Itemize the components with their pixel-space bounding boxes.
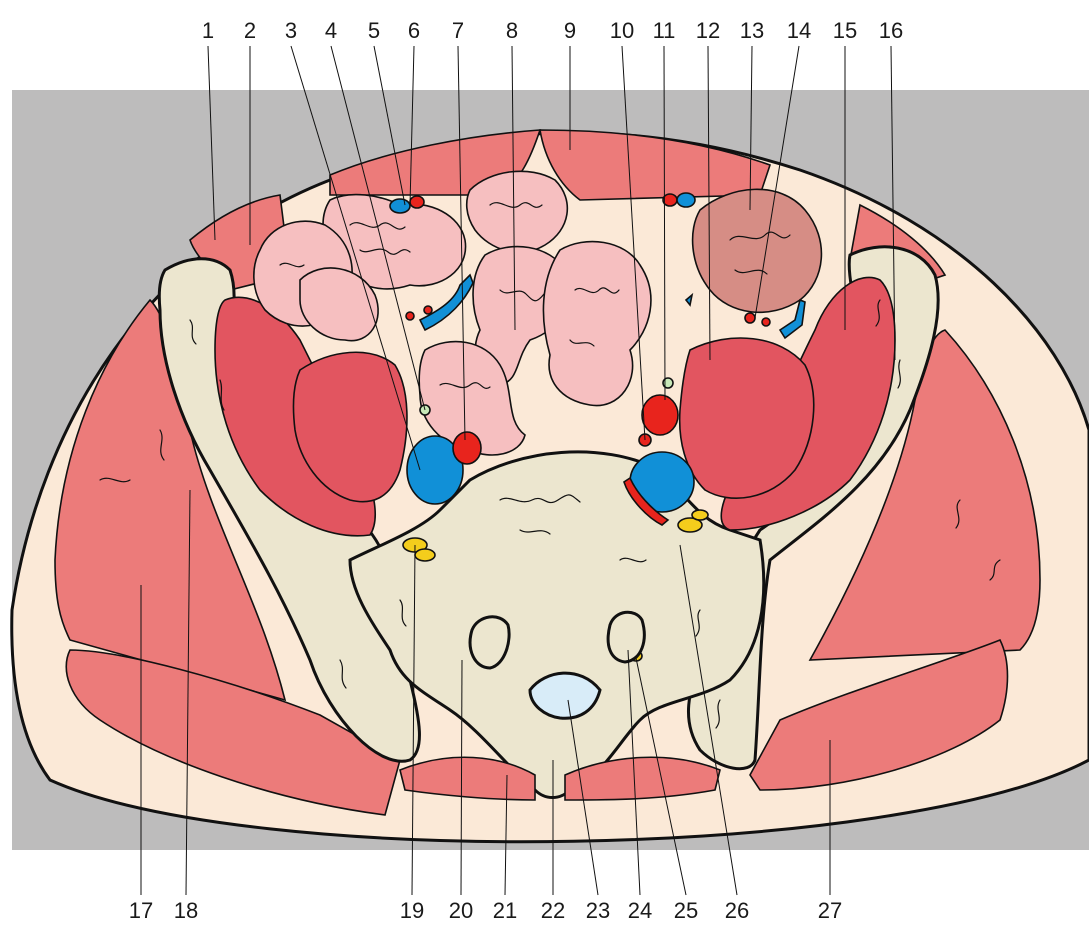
small-artery-2: [406, 312, 414, 320]
label-16: 16: [879, 18, 903, 43]
label-6: 6: [408, 18, 420, 43]
label-19: 19: [400, 898, 424, 923]
inferior-epigastric-vein-left: [390, 199, 410, 213]
small-artery-3: [424, 306, 432, 314]
label-18: 18: [174, 898, 198, 923]
label-4: 4: [325, 18, 337, 43]
label-12: 12: [696, 18, 720, 43]
label-7: 7: [452, 18, 464, 43]
label-10: 10: [610, 18, 634, 43]
label-17: 17: [129, 898, 153, 923]
label-1: 1: [202, 18, 214, 43]
label-22: 22: [541, 898, 565, 923]
label-14: 14: [787, 18, 811, 43]
label-3: 3: [285, 18, 297, 43]
label-2: 2: [244, 18, 256, 43]
label-25: 25: [674, 898, 698, 923]
common-iliac-artery-right: [642, 395, 678, 435]
label-13: 13: [740, 18, 764, 43]
label-24: 24: [628, 898, 652, 923]
label-15: 15: [833, 18, 857, 43]
label-20: 20: [449, 898, 473, 923]
small-artery-5: [762, 318, 770, 326]
label-23: 23: [586, 898, 610, 923]
label-5: 5: [368, 18, 380, 43]
label-21: 21: [493, 898, 517, 923]
nerve-right-2: [692, 510, 708, 520]
sacral-foramen-right: [608, 612, 644, 662]
label-9: 9: [564, 18, 576, 43]
label-27: 27: [818, 898, 842, 923]
label-11: 11: [653, 18, 676, 43]
inferior-epigastric-artery-right: [663, 194, 677, 206]
small-artery-4: [745, 313, 755, 323]
label-8: 8: [506, 18, 518, 43]
inferior-epigastric-artery-left: [410, 196, 424, 208]
inferior-epigastric-vein-right: [677, 193, 695, 207]
common-iliac-artery-left: [453, 432, 481, 464]
labels-bottom: 17 18 19 20 21 22 23 24 25 26 27: [129, 898, 842, 923]
label-26: 26: [725, 898, 749, 923]
nerve-left-2: [415, 549, 435, 561]
